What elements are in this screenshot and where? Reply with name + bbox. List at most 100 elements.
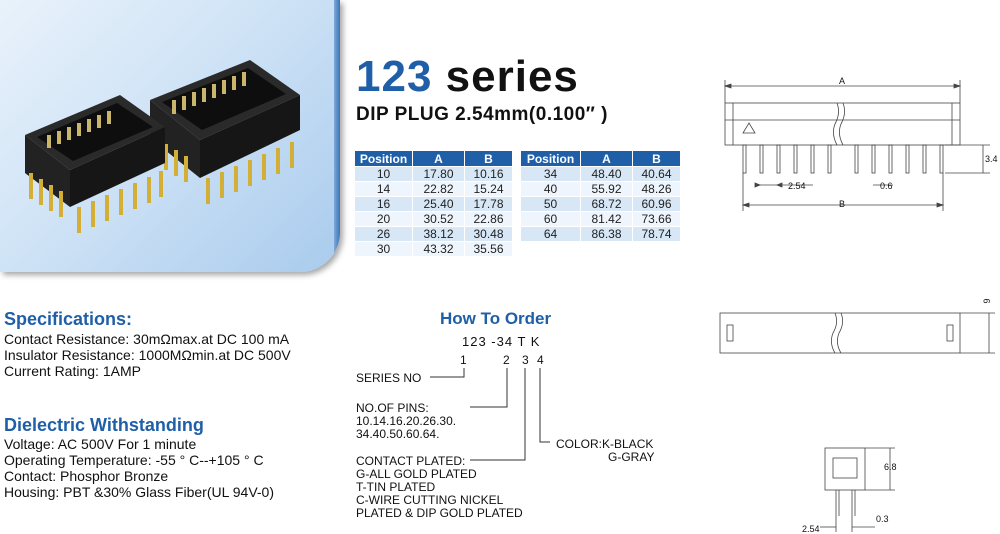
specifications-heading: Specifications: (4, 309, 133, 329)
table-cell: 22.82 (412, 181, 465, 197)
table-cell: 30 (354, 241, 413, 257)
table-cell: 16 (354, 196, 413, 212)
series-number: 123 (356, 52, 433, 101)
table-cell: 30.48 (464, 226, 513, 242)
plated-line: CONTACT PLATED: (356, 454, 466, 468)
dim-pin-length-label: 3.4 (985, 154, 998, 164)
table-cell: 26 (354, 226, 413, 242)
plated-line: PLATED & DIP GOLD PLATED (356, 506, 523, 520)
dielectric-heading: Dielectric Withstanding (4, 415, 204, 435)
color-line: G-GRAY (608, 450, 655, 464)
connector-front (25, 95, 165, 233)
order-code: 123 -34 T K (462, 334, 541, 349)
dim-end-pin-label: 0.3 (876, 514, 889, 524)
header-b: B (464, 150, 513, 167)
page-subtitle: DIP PLUG 2.54mm(0.100″ ) (356, 104, 609, 125)
table-cell: 50 (520, 196, 581, 212)
header-a: A (580, 150, 633, 167)
header-b: B (632, 150, 681, 167)
plated-line: G-ALL GOLD PLATED (356, 467, 477, 481)
table-cell: 10.16 (464, 166, 513, 182)
table-cell: 40 (520, 181, 581, 197)
spec-line: Current Rating: 1AMP (4, 363, 141, 379)
table-cell: 43.32 (412, 241, 465, 257)
table-cell: 78.74 (632, 226, 681, 242)
dim-b-label: B (839, 199, 846, 209)
dielectric-line: Housing: PBT &30% Glass Fiber(UL 94V-0) (4, 484, 275, 500)
series-word: series (445, 52, 579, 101)
table-cell: 48.26 (632, 181, 681, 197)
table-cell: 55.92 (580, 181, 633, 197)
pins-line: NO.OF PINS: (356, 401, 429, 415)
dim-end-pitch-label: 2.54 (802, 524, 820, 534)
table-header-row: Position A B (354, 150, 513, 167)
header-a: A (412, 150, 465, 167)
order-leader-lines (430, 368, 550, 461)
table-cell: 10 (354, 166, 413, 182)
color-line: COLOR:K-BLACK (556, 437, 654, 451)
spec-line: Contact Resistance: 30mΩmax.at DC 100 mA (4, 331, 290, 347)
dim-end-height-label: 6.8 (884, 462, 897, 472)
pins-line: 34.40.50.60.64. (356, 427, 440, 441)
table-cell: 60 (520, 211, 581, 227)
spec-line: Insulator Resistance: 1000MΩmin.at DC 50… (4, 347, 291, 363)
table-cell: 30.52 (412, 211, 465, 227)
table-cell: 25.40 (412, 196, 465, 212)
product-photo (0, 0, 340, 272)
dielectric-line: Operating Temperature: -55 ° C--+105 ° C (4, 452, 264, 468)
series-no-label: SERIES NO (356, 371, 422, 385)
dim-a-label: A (839, 76, 846, 86)
end-view-drawing (820, 447, 895, 532)
table-cell: 22.86 (464, 211, 513, 227)
table-cell: 40.64 (632, 166, 681, 182)
table-cell: 17.78 (464, 196, 513, 212)
table-cell: 48.40 (580, 166, 633, 182)
connector-photo-illustration (25, 60, 300, 233)
how-to-order-heading: How To Order (440, 309, 552, 328)
order-digit-1: 1 (460, 353, 467, 367)
table-cell: 15.24 (464, 181, 513, 197)
table-cell: 17.80 (412, 166, 465, 182)
order-digit-3: 3 (522, 353, 529, 367)
side-view-drawing (719, 312, 995, 354)
order-digit-2: 2 (503, 353, 510, 367)
dim-pitch-label: 2.54 (788, 181, 806, 191)
page-title: 123 series (356, 52, 579, 102)
plated-line: T-TIN PLATED (356, 480, 436, 494)
dim-pin-width-label: 0.6 (880, 181, 893, 191)
table-cell: 60.96 (632, 196, 681, 212)
plated-line: C-WIRE CUTTING NICKEL (356, 493, 504, 507)
dielectric-line: Contact: Phosphor Bronze (4, 468, 169, 484)
connector-back (150, 60, 300, 204)
dielectric-line: Voltage: AC 500V For 1 minute (4, 436, 197, 452)
header-position: Position (354, 150, 413, 167)
table-cell: 34 (520, 166, 581, 182)
dim-side-height-label: 6 (981, 298, 992, 304)
table-cell: 68.72 (580, 196, 633, 212)
table-cell: 38.12 (412, 226, 465, 242)
table-cell: 35.56 (464, 241, 513, 257)
table-cell: 20 (354, 211, 413, 227)
table-header-row: Position A B (520, 150, 681, 167)
table-cell: 86.38 (580, 226, 633, 242)
table-cell: 14 (354, 181, 413, 197)
pins-line: 10.14.16.20.26.30. (356, 414, 457, 428)
header-position: Position (520, 150, 581, 167)
table-cell: 73.66 (632, 211, 681, 227)
front-view-drawing (723, 80, 990, 211)
table-cell: 64 (520, 226, 581, 242)
order-digit-4: 4 (537, 353, 544, 367)
